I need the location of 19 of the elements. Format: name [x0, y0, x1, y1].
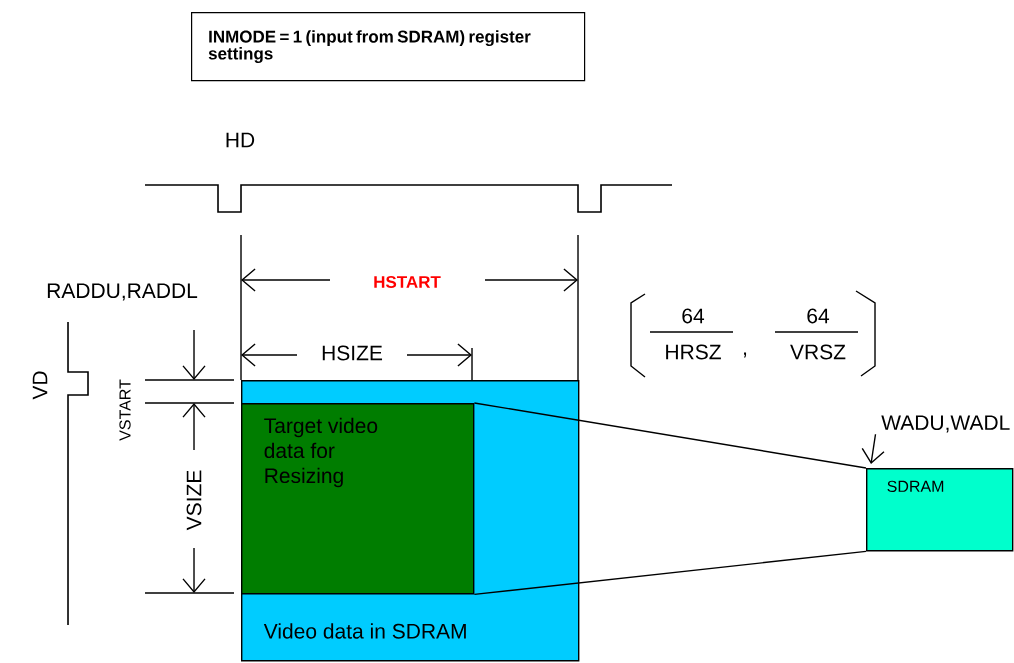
signal-label: VD	[31, 369, 49, 401]
signal-label: HD	[223, 131, 257, 149]
connector-line	[473, 402, 867, 469]
leader-arrow	[861, 433, 885, 464]
dimension-label: VSTART	[118, 378, 132, 442]
numerator: 64	[805, 307, 831, 325]
register-label: RADDU,RADDL	[45, 282, 199, 302]
separator: ,	[741, 351, 749, 359]
connector-line	[473, 550, 867, 596]
denominator: HRSZ	[663, 343, 723, 361]
denominator: VRSZ	[789, 343, 847, 361]
dimension-label: HSTART	[372, 275, 442, 289]
dimension-label: HSIZE	[320, 344, 384, 362]
register-label: WADU,WADL	[881, 415, 1010, 433]
title-box: INMODE = 1 (input from SDRAM) register settings	[191, 12, 586, 82]
numerator: 64	[680, 307, 706, 325]
dimension-label: VSIZE	[185, 468, 203, 532]
memory-box: SDRAM	[866, 468, 1014, 552]
target-area-box: Target video data for Resizing	[241, 403, 475, 595]
